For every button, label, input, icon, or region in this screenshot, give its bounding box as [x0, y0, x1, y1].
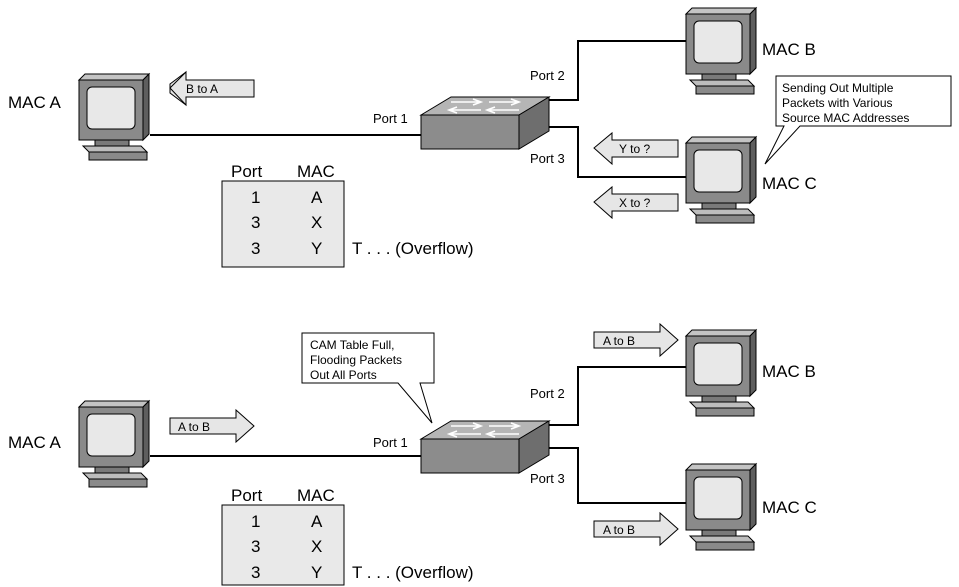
bottom-callout-balloon — [301, 332, 435, 424]
top-callout-line-3: Source MAC Addresses — [782, 111, 909, 125]
host-b-computer-icon — [685, 7, 757, 95]
switch-icon — [420, 96, 550, 150]
arrow-a-to-b-port2-label: A to B — [603, 334, 635, 348]
bottom-table-header-mac: MAC — [297, 486, 335, 505]
bottom-callout-line-3: Out All Ports — [310, 368, 377, 382]
bottom-table-cell: 3 — [251, 563, 260, 582]
top-table-cell: 3 — [251, 213, 260, 232]
bottom-callout-line-2: Flooding Packets — [310, 353, 402, 367]
top-table-cell: A — [311, 188, 323, 207]
arrow-x-unknown — [593, 185, 679, 220]
top-callout-balloon — [764, 75, 952, 165]
arrow-x-unknown-label: X to ? — [619, 196, 651, 210]
arrow-a-to-b-port3 — [593, 511, 679, 547]
cable-switch-c — [548, 126, 692, 178]
top-table-overflow: T . . . (Overflow) — [352, 239, 474, 258]
port2-label: Port 2 — [530, 386, 565, 401]
host-b-computer-icon — [685, 329, 757, 417]
host-a-label: MAC A — [8, 93, 62, 112]
bottom-table-cell: A — [311, 512, 323, 531]
bottom-table-cell: X — [311, 537, 322, 556]
arrow-y-unknown — [593, 131, 679, 166]
bottom-cam-table — [221, 504, 345, 586]
top-table-cell: 1 — [251, 188, 260, 207]
bottom-table-cell: 3 — [251, 537, 260, 556]
top-callout-line-1: Sending Out Multiple — [782, 81, 894, 95]
top-table-cell: 3 — [251, 239, 260, 258]
host-a-computer-icon — [78, 73, 150, 161]
top-table-cell: X — [311, 213, 322, 232]
port2-label: Port 2 — [530, 68, 565, 83]
bottom-table-cell: Y — [311, 563, 322, 582]
cable-switch-b — [548, 40, 692, 101]
port1-label: Port 1 — [373, 435, 408, 450]
arrow-y-unknown-label: Y to ? — [619, 142, 650, 156]
top-table-header-mac: MAC — [297, 162, 335, 181]
cable-switch-c — [548, 447, 692, 504]
bottom-table-cell: 1 — [251, 512, 260, 531]
top-table-header-port: Port — [231, 162, 262, 181]
port3-label: Port 3 — [530, 471, 565, 486]
top-callout-line-2: Packets with Various — [782, 96, 893, 110]
arrow-a-to-b-in — [169, 408, 255, 444]
bottom-diagram: MAC A MAC B MAC C Port 1 Port 2 Port 3 A… — [8, 322, 817, 586]
host-c-computer-icon — [685, 136, 757, 224]
bottom-table-header-port: Port — [231, 486, 262, 505]
port3-label: Port 3 — [530, 151, 565, 166]
arrow-a-to-b-in-label: A to B — [178, 420, 210, 434]
arrow-b-to-a-label: B to A — [186, 82, 218, 96]
host-c-computer-icon — [685, 463, 757, 551]
host-c-label: MAC C — [762, 498, 817, 517]
host-b-label: MAC B — [762, 40, 816, 59]
arrow-a-to-b-port3-label: A to B — [603, 523, 635, 537]
host-a-label: MAC A — [8, 433, 62, 452]
cable-switch-b — [548, 366, 692, 426]
arrow-a-to-b-port2 — [593, 322, 679, 358]
host-a-computer-icon — [78, 400, 150, 488]
top-cam-table — [221, 180, 345, 268]
top-diagram: MAC A MAC B MAC C Port 1 Port 2 Port 3 B… — [8, 7, 952, 268]
port1-label: Port 1 — [373, 111, 408, 126]
top-table-cell: Y — [311, 239, 322, 258]
host-c-label: MAC C — [762, 174, 817, 193]
bottom-table-overflow: T . . . (Overflow) — [352, 563, 474, 582]
bottom-callout-line-1: CAM Table Full, — [310, 338, 394, 352]
host-b-label: MAC B — [762, 362, 816, 381]
switch-icon — [420, 420, 550, 474]
